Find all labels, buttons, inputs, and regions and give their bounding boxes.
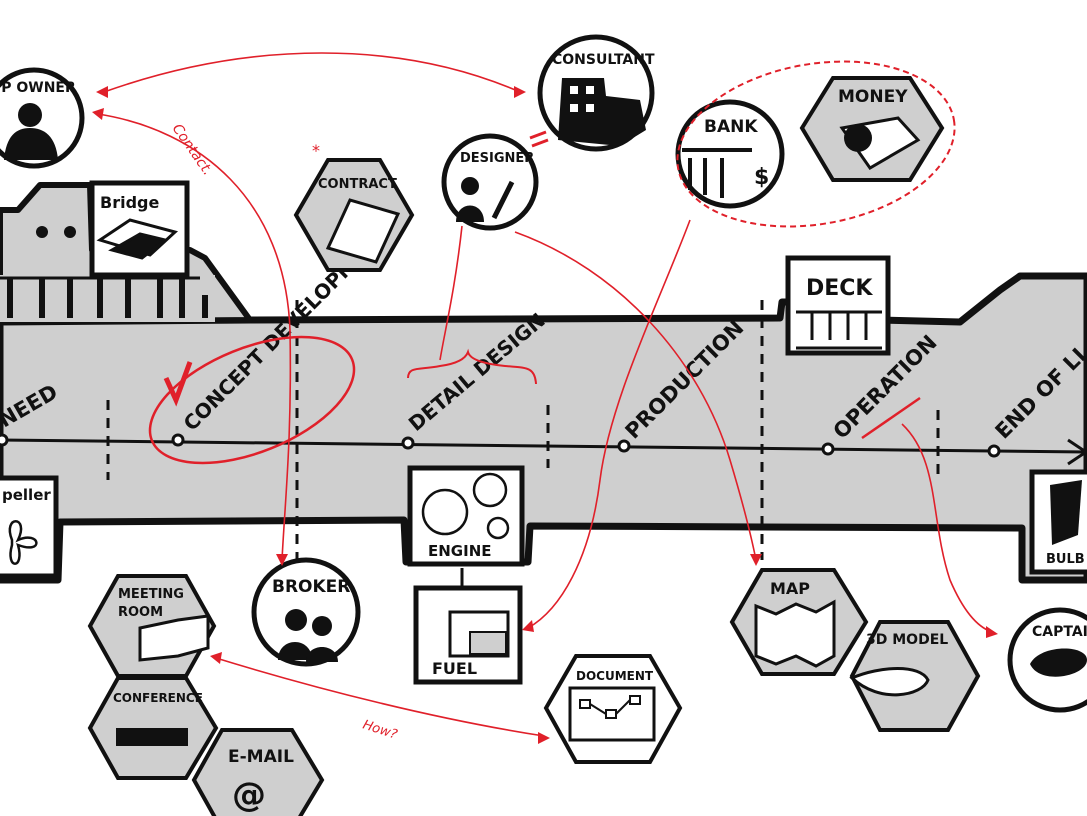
finance-group-outline (676, 60, 956, 228)
map-node: MAP (729, 568, 869, 676)
operation-underline (861, 396, 921, 440)
consultant-label: CONSULTANT (552, 52, 655, 68)
bank-building-icon (682, 148, 752, 198)
meeting-label: MEETING (118, 587, 184, 602)
propeller-label: peller (2, 486, 51, 504)
superstructure-columns (7, 278, 208, 318)
flowchart-icon (568, 686, 656, 742)
bridge-icon (96, 218, 179, 260)
email-node: E-MAIL @ (191, 728, 325, 816)
gears-icon (421, 472, 510, 540)
meeting-room-node: MEETING ROOM (87, 574, 217, 678)
bulb-icon (1050, 480, 1082, 545)
money-node: MONEY (799, 76, 945, 182)
detail-brace (407, 348, 537, 385)
timeline-arrow (1067, 438, 1087, 466)
captain-label: CAPTAI (1032, 624, 1087, 640)
designer-person-icon (456, 205, 484, 222)
arrow-heads (92, 86, 998, 744)
stage-dot-detail (401, 436, 415, 450)
ship-owner-label: IP OWNER (0, 80, 76, 96)
building-icon (558, 78, 646, 146)
designer-node: DESIGNER (441, 130, 549, 231)
pen-icon (491, 180, 515, 220)
conference-node: CONFERENCE (87, 676, 219, 780)
contract-label: CONTRACT (318, 177, 397, 192)
model-3d-label: 3D MODEL (866, 632, 948, 648)
ship-model-icon (849, 667, 930, 697)
ship-owner-node: IP OWNER (0, 67, 85, 169)
fuel-label: FUEL (432, 659, 477, 678)
contact-annotation: Contact. (169, 121, 216, 178)
captain-hat-icon (1030, 648, 1087, 677)
consultant-node: CONSULTANT (537, 34, 655, 152)
room-icon (138, 614, 210, 662)
captain-node: CAPTAI (1007, 607, 1087, 713)
dollar-icon: $ (754, 165, 769, 190)
map-label: MAP (770, 579, 810, 598)
two-people-icon (278, 609, 338, 662)
bank-node: BANK $ (675, 99, 785, 209)
stage-dot-end (987, 444, 1001, 458)
document-icon (325, 198, 401, 264)
at-icon: @ (232, 775, 266, 815)
relation-arrows (97, 52, 993, 737)
bridge-label: Bridge (100, 193, 159, 212)
document-node: DOCUMENT (543, 654, 683, 764)
timeline-axis (0, 438, 1087, 454)
deck-label: DECK (806, 276, 873, 301)
broker-label: BROKER (272, 577, 350, 597)
stage-dot-operation (821, 442, 835, 456)
propeller-icon (8, 520, 38, 565)
stage-dot-production (617, 439, 631, 453)
table-icon (116, 728, 188, 746)
money-label: MONEY (838, 87, 908, 107)
designer-label: DESIGNER (460, 151, 534, 166)
bank-label: BANK (704, 117, 758, 137)
check-mark-icon (163, 361, 193, 407)
stage-dot-need (0, 433, 9, 447)
deck-icon (796, 310, 882, 350)
engine-label: ENGINE (428, 542, 492, 560)
conference-label: CONFERENCE (113, 691, 203, 705)
document-label: DOCUMENT (576, 669, 654, 683)
deck-box (785, 255, 891, 356)
stage-dot-concept (171, 433, 185, 447)
broker-node: BROKER (251, 557, 361, 667)
contract-node: CONTRACT * (293, 141, 415, 272)
folded-map-icon (754, 599, 836, 668)
bulb-label: BULB (1046, 552, 1085, 567)
fuel-node: FUEL (413, 568, 523, 685)
stage-dividers (106, 300, 940, 560)
room-label: ROOM (118, 605, 163, 620)
how-annotation: How? (361, 718, 399, 743)
concept-highlight-ellipse (148, 335, 356, 465)
model-3d-node: 3D MODEL (849, 620, 981, 732)
person-icon (4, 128, 58, 160)
svg-text:*: * (312, 141, 320, 160)
email-label: E-MAIL (228, 747, 294, 767)
cash-icon (839, 116, 921, 170)
